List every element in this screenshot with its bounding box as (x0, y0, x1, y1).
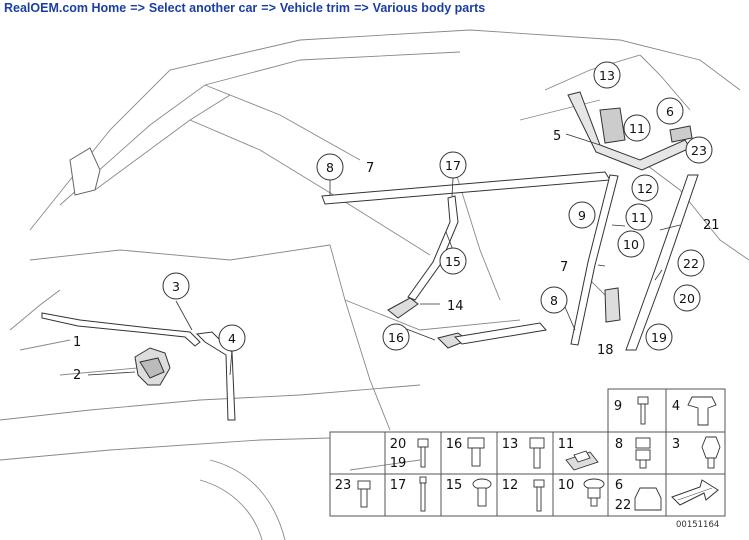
table-num-20: 20 (390, 437, 407, 452)
table-num-13: 13 (502, 437, 519, 452)
breadcrumb-separator: => (130, 1, 145, 15)
table-num-15: 15 (446, 478, 463, 493)
svg-text:3: 3 (172, 279, 180, 294)
svg-text:13: 13 (599, 68, 615, 83)
callout-6[interactable]: 6 (656, 97, 684, 125)
callout-20[interactable]: 20 (673, 284, 701, 312)
part-labels: 5 7 21 7 14 18 1 2 (73, 129, 720, 383)
label-18: 18 (597, 343, 614, 358)
callout-15[interactable]: 15 (439, 247, 467, 275)
svg-text:8: 8 (326, 160, 334, 175)
breadcrumb: RealOEM.com Home=>Select another car=>Ve… (4, 0, 485, 18)
breadcrumb-separator: => (261, 1, 276, 15)
table-num-3: 3 (672, 437, 680, 452)
callout-22[interactable]: 22 (677, 249, 705, 277)
svg-text:17: 17 (445, 158, 461, 173)
svg-text:9: 9 (578, 208, 586, 223)
callout-8[interactable]: 8 (316, 153, 344, 181)
label-7: 7 (366, 161, 374, 176)
various-body-parts-link[interactable]: Various body parts (372, 1, 486, 15)
table-num-23: 23 (335, 478, 352, 493)
parts-drawing (41, 91, 699, 421)
callout-12[interactable]: 12 (631, 174, 659, 202)
table-num-10: 10 (558, 478, 575, 493)
table-num-22: 22 (615, 498, 632, 513)
callout-13[interactable]: 13 (593, 61, 621, 89)
label-5: 5 (553, 129, 561, 144)
label-21: 21 (703, 218, 720, 233)
reference-number: 00151164 (676, 520, 719, 530)
table-num-9: 9 (614, 399, 622, 414)
svg-text:15: 15 (445, 254, 461, 269)
label-1: 1 (73, 335, 81, 350)
leader-lines (87, 133, 681, 376)
table-num-17: 17 (390, 478, 407, 493)
svg-text:8: 8 (550, 293, 558, 308)
table-num-12: 12 (502, 478, 519, 493)
callout-8b[interactable]: 8 (540, 286, 568, 314)
car-body-outline (0, 29, 749, 540)
svg-text:11: 11 (629, 121, 645, 136)
callout-23[interactable]: 23 (685, 136, 713, 164)
svg-text:22: 22 (683, 256, 699, 271)
svg-text:19: 19 (651, 330, 667, 345)
callout-3[interactable]: 3 (162, 272, 190, 300)
svg-text:4: 4 (228, 331, 236, 346)
callout-17[interactable]: 17 (439, 151, 467, 179)
callout-11[interactable]: 11 (623, 114, 651, 142)
svg-text:11: 11 (631, 210, 647, 225)
label-2: 2 (73, 368, 81, 383)
callout-19[interactable]: 19 (645, 323, 673, 351)
callouts: 13 6 11 23 8 17 12 11 10 9 15 22 20 8 16… (162, 61, 713, 352)
parts-diagram: 13 6 11 23 8 17 12 11 10 9 15 22 20 8 16… (0, 29, 749, 540)
label-14: 14 (447, 299, 464, 314)
table-num-6: 6 (615, 478, 623, 493)
callout-4[interactable]: 4 (218, 324, 246, 352)
callout-10[interactable]: 10 (617, 230, 645, 258)
arrow-icon (671, 479, 719, 506)
label-7b: 7 (560, 260, 568, 275)
breadcrumb-separator: => (354, 1, 369, 15)
svg-text:10: 10 (623, 237, 639, 252)
callout-16[interactable]: 16 (382, 323, 410, 351)
table-num-8: 8 (615, 437, 623, 452)
mirror-shape (69, 147, 101, 196)
hardware-table: 9 4 20 19 16 13 11 8 3 23 17 15 12 10 6 … (329, 388, 726, 530)
table-num-19: 19 (390, 456, 407, 471)
svg-text:16: 16 (388, 330, 404, 345)
table-num-16: 16 (446, 437, 463, 452)
svg-text:6: 6 (666, 104, 674, 119)
vehicle-trim-link[interactable]: Vehicle trim (279, 1, 351, 15)
table-num-4: 4 (672, 399, 680, 414)
callout-11b[interactable]: 11 (625, 203, 653, 231)
home-link[interactable]: RealOEM.com Home (4, 1, 127, 15)
callout-9[interactable]: 9 (568, 201, 596, 229)
svg-text:20: 20 (679, 291, 695, 306)
select-car-link[interactable]: Select another car (148, 1, 258, 15)
svg-text:12: 12 (637, 181, 653, 196)
svg-text:23: 23 (691, 143, 707, 158)
table-num-11: 11 (558, 437, 575, 452)
